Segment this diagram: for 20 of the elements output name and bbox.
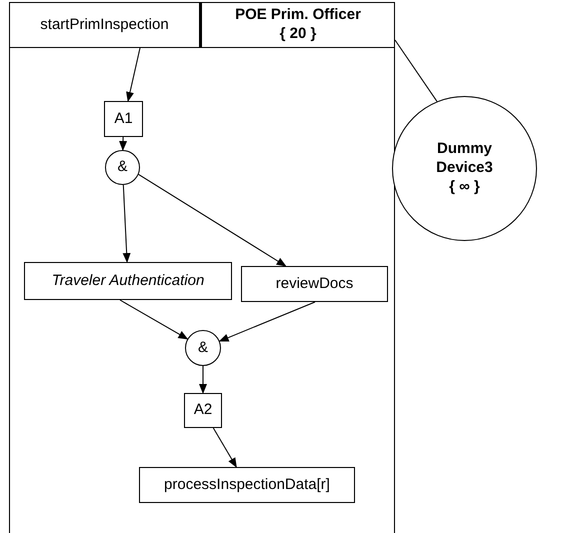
activity-box: Traveler Authentication xyxy=(24,262,232,300)
and-join-circle: & xyxy=(105,150,140,185)
connector-line xyxy=(394,40,438,102)
swimlane-box xyxy=(9,2,395,533)
arrow xyxy=(199,366,207,394)
task-header-cell: startPrimInspection xyxy=(9,2,200,48)
activity-box: A2 xyxy=(184,393,222,428)
activity-box: reviewDocs xyxy=(241,266,388,302)
activity-box: processInspectionData[r] xyxy=(139,467,355,503)
arrow xyxy=(212,428,237,468)
arrow xyxy=(138,174,287,267)
arrow xyxy=(122,184,131,263)
arrow xyxy=(218,302,316,342)
activity-box: A1 xyxy=(104,101,143,137)
arrow xyxy=(119,136,128,151)
role-header-cell: POE Prim. Officer { 20 } xyxy=(200,2,395,48)
arrow xyxy=(120,300,188,340)
and-join-circle: & xyxy=(185,330,221,366)
device-circle: Dummy Device3 { ∞ } xyxy=(392,96,537,241)
arrow xyxy=(126,48,140,102)
